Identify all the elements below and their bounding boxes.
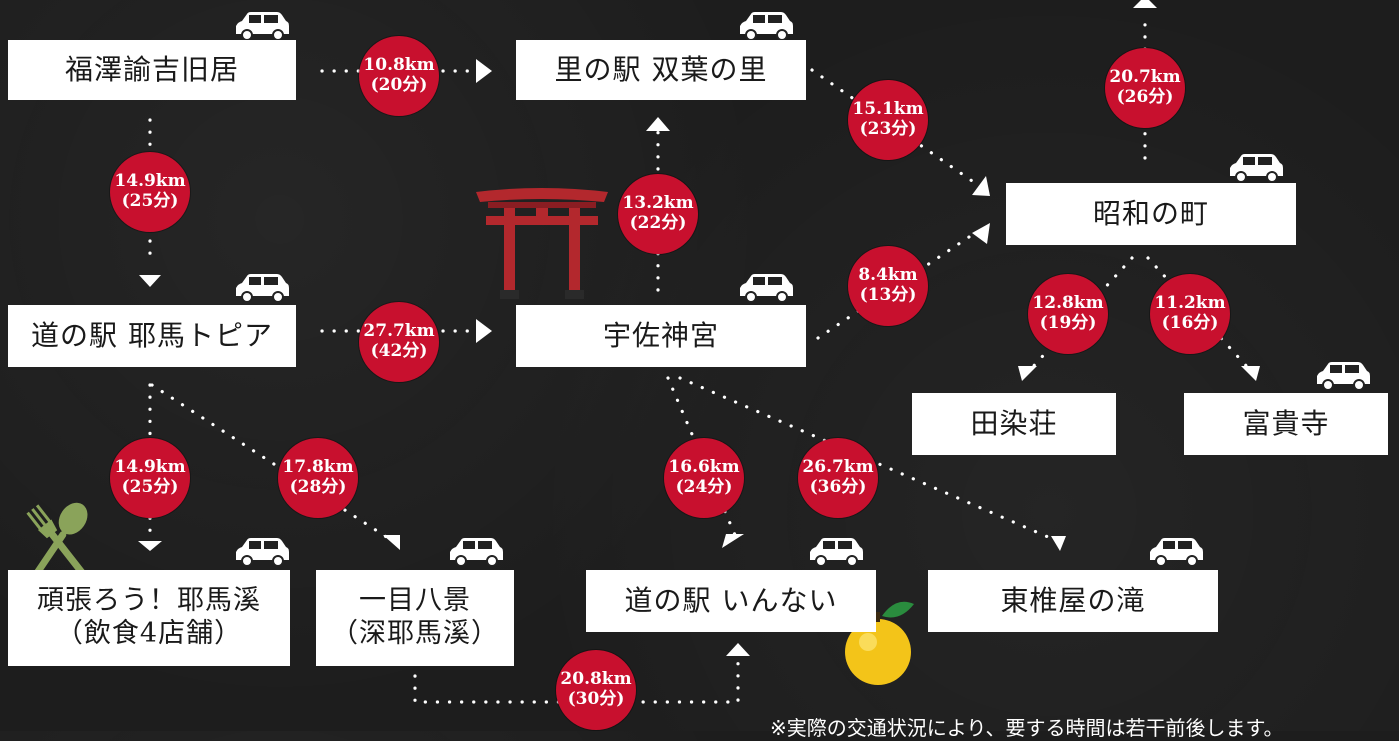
connector-showa-denzen xyxy=(1028,256,1134,372)
node-label: 一目八景 xyxy=(359,585,471,617)
car-icon xyxy=(1230,154,1283,182)
route-badge: 11.2km(16分) xyxy=(1150,274,1230,354)
node-label: 富貴寺 xyxy=(1242,406,1330,440)
route-distance: 20.8km xyxy=(560,669,632,690)
node-usa: 宇佐神宮 xyxy=(516,305,806,367)
route-time: (22分) xyxy=(629,213,687,233)
car-icon xyxy=(236,12,289,40)
route-time: (25分) xyxy=(121,477,179,497)
route-badge: 8.4km(13分) xyxy=(848,246,928,326)
route-time: (19分) xyxy=(1039,313,1097,333)
route-distance: 8.4km xyxy=(858,265,918,286)
node-label: 宇佐神宮 xyxy=(602,318,719,352)
route-badge: 13.2km(22分) xyxy=(618,174,698,254)
car-icon xyxy=(236,538,289,566)
route-badge: 14.9km(25分) xyxy=(110,438,190,518)
route-badge: 14.9km(25分) xyxy=(110,152,190,232)
route-distance: 11.2km xyxy=(1154,293,1226,314)
node-label: 昭和の町 xyxy=(1092,196,1209,230)
route-time: (28分) xyxy=(289,477,347,497)
route-distance: 14.9km xyxy=(114,457,186,478)
node-label: 東椎屋の滝 xyxy=(1000,583,1146,617)
route-distance: 15.1km xyxy=(852,99,924,120)
arrow-north xyxy=(1133,0,1157,8)
car-icon xyxy=(740,274,793,302)
route-badge: 15.1km(23分) xyxy=(848,80,928,160)
connector-hitome-innai xyxy=(413,658,740,704)
route-time: (16分) xyxy=(1161,313,1219,333)
node-showa: 昭和の町 xyxy=(1006,183,1296,245)
arrow-to-hitome xyxy=(383,535,400,550)
route-distance: 16.6km xyxy=(668,457,740,478)
node-sato-futaba: 里の駅 双葉の里 xyxy=(516,40,806,100)
route-badge: 10.8km(20分) xyxy=(359,36,439,116)
arrow-to-higashi xyxy=(1051,536,1066,551)
car-icon xyxy=(1317,362,1370,390)
car-icon xyxy=(1150,538,1203,566)
route-distance: 20.7km xyxy=(1109,67,1181,88)
route-badge: 20.7km(26分) xyxy=(1105,48,1185,128)
route-time: (36分) xyxy=(809,477,867,497)
node-label: 里の駅 双葉の里 xyxy=(554,52,768,86)
traffic-note: ※実際の交通状況により、要する時間は若干前後します。 xyxy=(770,716,1284,740)
arrow-to-ganbaro xyxy=(138,541,162,551)
route-time: (13分) xyxy=(859,285,917,305)
route-badge: 17.8km(28分) xyxy=(278,438,358,518)
node-ganbaro: 頑張ろう！耶馬溪 （飲食4店舗） xyxy=(8,570,290,666)
fork-spoon-icon xyxy=(26,502,88,578)
route-time: (26分) xyxy=(1116,87,1174,107)
arrow-to-futaba xyxy=(476,59,492,83)
route-time: (25分) xyxy=(121,191,179,211)
car-icon xyxy=(450,538,503,566)
node-michi-innai: 道の駅 いんない xyxy=(586,570,876,632)
car-icon xyxy=(810,538,863,566)
node-sublabel: （深耶馬溪） xyxy=(331,618,499,649)
node-higashi-shiiya: 東椎屋の滝 xyxy=(928,570,1218,632)
arrow-to-futaba-up xyxy=(646,117,670,131)
arrow-to-fuki xyxy=(1241,366,1260,381)
node-label: 道の駅 耶馬トピア xyxy=(31,318,273,352)
car-icon xyxy=(740,12,793,40)
connector-showa-fuki xyxy=(1146,256,1252,372)
connector-usa-showa xyxy=(816,231,977,340)
route-time: (20分) xyxy=(370,75,428,95)
route-distance: 27.7km xyxy=(363,321,435,342)
route-distance: 12.8km xyxy=(1032,293,1104,314)
connector-yaba-hitome xyxy=(150,383,390,540)
route-time: (42分) xyxy=(370,341,428,361)
route-distance: 14.9km xyxy=(114,171,186,192)
arrow-to-showa-left-2 xyxy=(972,223,990,244)
route-time: (30分) xyxy=(567,689,625,709)
route-badge: 16.6km(24分) xyxy=(664,438,744,518)
node-label: 福澤諭吉旧居 xyxy=(64,52,239,86)
route-distance: 17.8km xyxy=(282,457,354,478)
node-label: 道の駅 いんない xyxy=(624,583,838,617)
arrow-to-denzen xyxy=(1018,366,1037,381)
node-denzen: 田染荘 xyxy=(912,393,1116,455)
car-icon xyxy=(236,274,289,302)
route-badge: 27.7km(42分) xyxy=(359,302,439,382)
node-michi-yaba: 道の駅 耶馬トピア xyxy=(8,305,296,367)
route-badge: 26.7km(36分) xyxy=(798,438,878,518)
route-time: (23分) xyxy=(859,119,917,139)
arrow-to-innai-up xyxy=(726,643,750,656)
route-time: (24分) xyxy=(675,477,733,497)
node-fuki: 富貴寺 xyxy=(1184,393,1388,455)
arrow-to-innai xyxy=(722,534,744,548)
arrow-to-usa xyxy=(476,319,492,343)
node-hitome: 一目八景 （深耶馬溪） xyxy=(316,570,514,666)
node-sublabel: （飲食4店舗） xyxy=(55,618,243,649)
route-distance: 10.8km xyxy=(363,55,435,76)
node-fukuzawa: 福澤諭吉旧居 xyxy=(8,40,296,100)
route-badge: 20.8km(30分) xyxy=(556,650,636,730)
route-badge: 12.8km(19分) xyxy=(1028,274,1108,354)
torii-gate-icon xyxy=(476,188,608,299)
route-distance: 13.2km xyxy=(622,193,694,214)
arrow-to-yaba xyxy=(139,275,161,287)
route-distance: 26.7km xyxy=(802,457,874,478)
arrow-to-showa-left xyxy=(972,176,990,196)
node-label: 頑張ろう！耶馬溪 xyxy=(37,585,261,617)
node-label: 田染荘 xyxy=(970,406,1058,440)
